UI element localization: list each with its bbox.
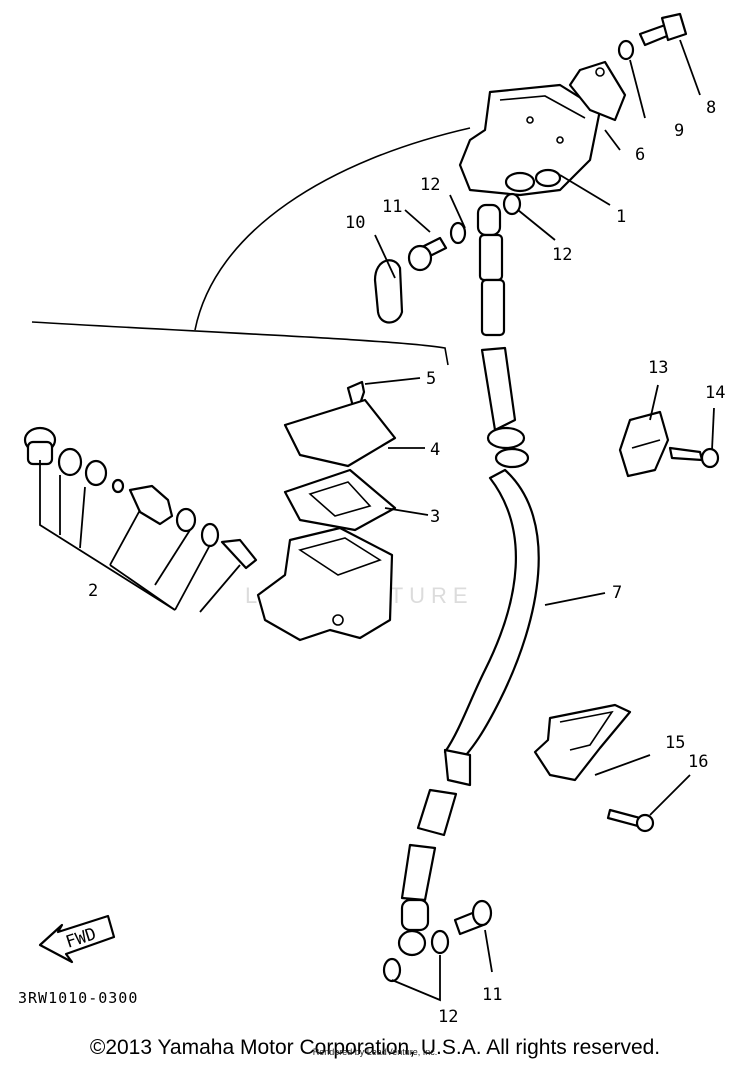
fwd-arrow-icon: FWD: [38, 914, 116, 964]
callout-6: 6: [635, 145, 645, 165]
callout-12-upper-right: 12: [552, 245, 572, 265]
callout-4: 4: [430, 440, 440, 460]
holder-part-6[interactable]: [568, 60, 627, 122]
bolt-part-14[interactable]: [668, 446, 720, 469]
callout-7: 7: [612, 583, 622, 603]
cover-part-4[interactable]: [283, 398, 397, 468]
diagram-code: 3RW1010-0300: [18, 989, 138, 1007]
callout-11-lower: 11: [482, 985, 502, 1005]
callout-13: 13: [648, 358, 668, 378]
handlebar-outline: [31, 127, 471, 366]
callout-1: 1: [616, 207, 626, 227]
callout-2: 2: [88, 581, 98, 601]
callout-5: 5: [426, 369, 436, 389]
callout-16: 16: [688, 752, 708, 772]
callout-10: 10: [345, 213, 365, 233]
leader-lines: [39, 39, 715, 1002]
cap-part-10[interactable]: [373, 259, 404, 324]
diaphragm-part-3[interactable]: [283, 468, 397, 532]
callout-11-upper: 11: [382, 197, 402, 217]
screw-part-16[interactable]: [606, 808, 655, 833]
hose-holder-part-13[interactable]: [618, 410, 670, 478]
hose-guide-part-15[interactable]: [533, 703, 632, 782]
washer-part-12-lower[interactable]: [382, 929, 450, 983]
callout-8: 8: [706, 98, 716, 118]
copyright-notice: ©2013 Yamaha Motor Corporation, U.S.A. A…: [89, 1036, 661, 1059]
union-bolt-part-11-upper[interactable]: [407, 236, 448, 272]
brake-caliper-part-1[interactable]: [458, 83, 602, 197]
callout-14: 14: [705, 383, 725, 403]
callout-12-upper-left: 12: [420, 175, 440, 195]
callout-9: 9: [674, 121, 684, 141]
callout-15: 15: [665, 733, 685, 753]
washer-part-9[interactable]: [617, 39, 635, 61]
rendered-by-note: Rendered by LeadVenture, Inc.: [312, 1047, 438, 1057]
master-cylinder-body[interactable]: [256, 526, 394, 642]
master-cylinder-kit-part-2[interactable]: [23, 426, 258, 570]
callout-3: 3: [430, 507, 440, 527]
brake-hose-part-7[interactable]: [397, 203, 540, 957]
union-bolt-part-11-lower[interactable]: [453, 899, 493, 936]
bolt-part-8[interactable]: [638, 12, 688, 47]
callout-12-lower: 12: [438, 1007, 458, 1027]
washer-part-12-upper[interactable]: [449, 192, 522, 245]
